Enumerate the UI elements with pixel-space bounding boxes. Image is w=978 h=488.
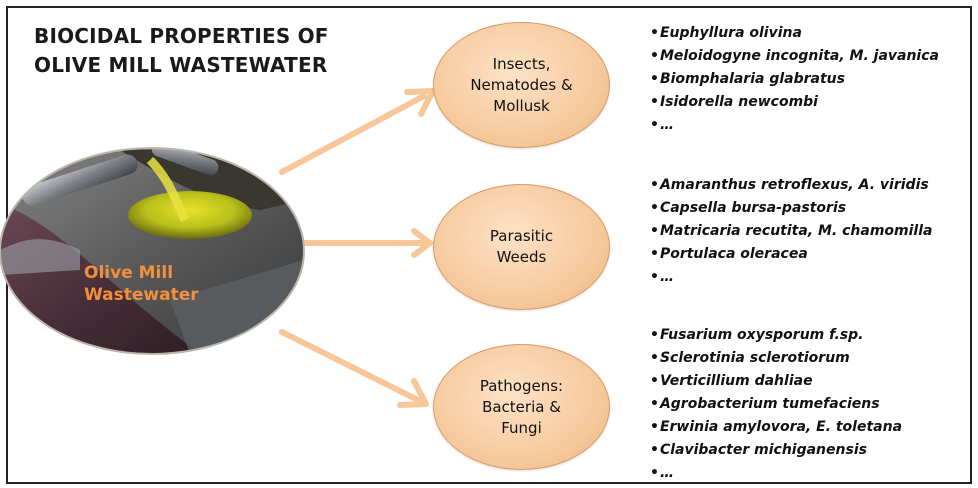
list-item: •…	[650, 266, 932, 289]
category-weeds-label: Parasitic Weeds	[490, 226, 553, 268]
source-label: Olive Mill Wastewater	[84, 262, 234, 306]
list-item: •Erwinia amylovora, E. toletana	[650, 416, 902, 439]
category-insects-label: Insects, Nematodes & Mollusk	[470, 54, 572, 117]
species-name: Amaranthus retroflexus, A. viridis	[660, 177, 929, 193]
list-item: •Biomphalaria glabratus	[650, 68, 939, 91]
weeds-species-list: •Amaranthus retroflexus, A. viridis •Cap…	[650, 174, 932, 289]
pathogens-species-list: •Fusarium oxysporum f.sp. •Sclerotinia s…	[650, 324, 902, 485]
category-label-line: Fungi	[480, 418, 563, 439]
category-insects-oval: Insects, Nematodes & Mollusk	[433, 22, 610, 148]
list-item: •Sclerotinia sclerotiorum	[650, 347, 902, 370]
species-name: …	[660, 465, 674, 481]
arrow-to-weeds	[304, 231, 430, 255]
category-label-line: Mollusk	[470, 96, 572, 117]
species-name: Verticillium dahliae	[660, 373, 813, 389]
category-label-line: Nematodes &	[470, 75, 572, 96]
list-item: •…	[650, 462, 902, 485]
category-label-line: Pathogens:	[480, 376, 563, 397]
category-label-line: Parasitic	[490, 226, 553, 247]
category-label-line: Weeds	[490, 247, 553, 268]
source-line-2: Wastewater	[84, 284, 234, 306]
category-label-line: Insects,	[470, 54, 572, 75]
list-item: •Isidorella newcombi	[650, 91, 939, 114]
list-item: •Euphyllura olivina	[650, 22, 939, 45]
species-name: Sclerotinia sclerotiorum	[660, 350, 850, 366]
species-name: Euphyllura olivina	[660, 25, 802, 41]
arrow-to-pathogens	[282, 332, 426, 405]
list-item: •…	[650, 114, 939, 137]
arrow-to-insects	[282, 91, 433, 172]
species-name: Meloidogyne incognita, M. javanica	[660, 48, 939, 64]
list-item: •Agrobacterium tumefaciens	[650, 393, 902, 416]
list-item: •Portulaca oleracea	[650, 243, 932, 266]
list-item: •Capsella bursa-pastoris	[650, 197, 932, 220]
list-item: •Clavibacter michiganensis	[650, 439, 902, 462]
list-item: •Meloidogyne incognita, M. javanica	[650, 45, 939, 68]
species-name: Fusarium oxysporum f.sp.	[660, 327, 864, 343]
species-name: Agrobacterium tumefaciens	[660, 396, 880, 412]
category-weeds-oval: Parasitic Weeds	[433, 184, 610, 310]
species-name: …	[660, 269, 674, 285]
species-name: Clavibacter michiganensis	[660, 442, 867, 458]
species-name: Isidorella newcombi	[660, 94, 818, 110]
species-name: Biomphalaria glabratus	[660, 71, 845, 87]
category-label-line: Bacteria &	[480, 397, 563, 418]
category-pathogens-label: Pathogens: Bacteria & Fungi	[480, 376, 563, 439]
list-item: •Matricaria recutita, M. chamomilla	[650, 220, 932, 243]
species-name: Portulaca oleracea	[660, 246, 808, 262]
species-name: Matricaria recutita, M. chamomilla	[660, 223, 933, 239]
list-item: •Fusarium oxysporum f.sp.	[650, 324, 902, 347]
species-name: Capsella bursa-pastoris	[660, 200, 846, 216]
olive-mill-photo	[0, 139, 304, 360]
insects-species-list: •Euphyllura olivina •Meloidogyne incogni…	[650, 22, 939, 137]
species-name: …	[660, 117, 674, 133]
source-line-1: Olive Mill	[84, 262, 234, 284]
list-item: •Amaranthus retroflexus, A. viridis	[650, 174, 932, 197]
species-name: Erwinia amylovora, E. toletana	[660, 419, 902, 435]
list-item: •Verticillium dahliae	[650, 370, 902, 393]
category-pathogens-oval: Pathogens: Bacteria & Fungi	[433, 344, 610, 470]
